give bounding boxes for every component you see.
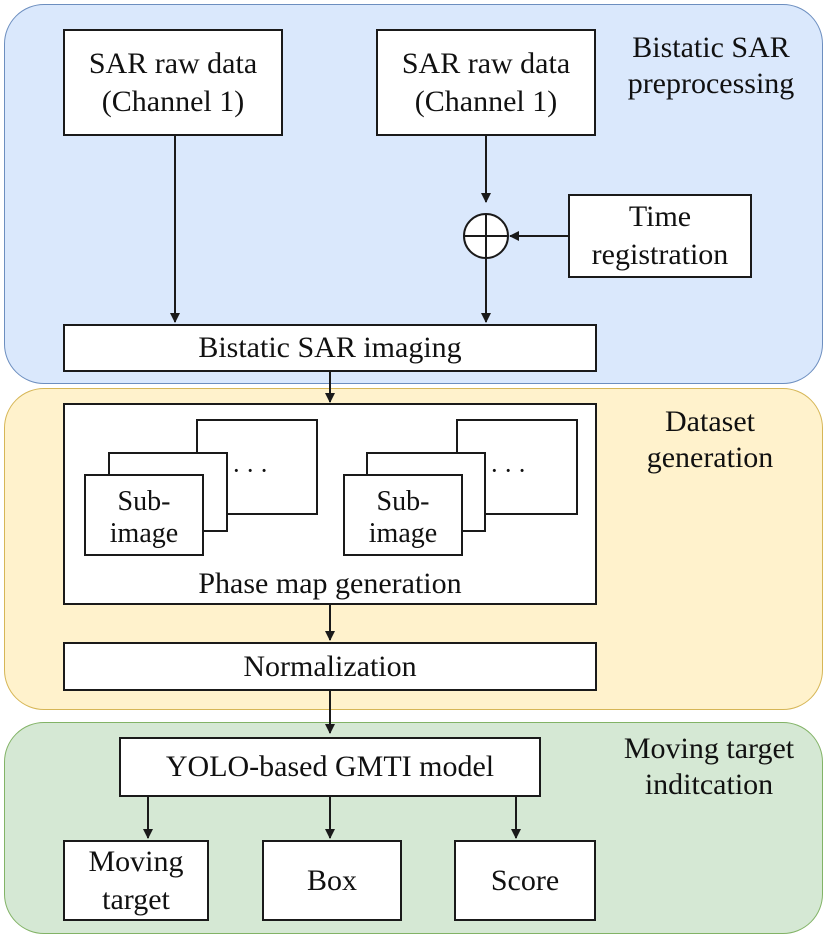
box-output-box: Box bbox=[262, 840, 402, 921]
raw-data-box-2: SAR raw data (Channel 1) bbox=[376, 29, 596, 136]
ellipsis-right: · · · bbox=[490, 456, 527, 485]
raw-data-box-1: SAR raw data (Channel 1) bbox=[63, 29, 283, 136]
normalization-box: Normalization bbox=[63, 642, 597, 691]
phase-map-caption: Phase map generation bbox=[198, 567, 462, 600]
preprocessing-label: Bistatic SAR preprocessing bbox=[627, 31, 795, 100]
sub-image-left: Sub- image bbox=[84, 474, 204, 556]
sub-image-right: Sub- image bbox=[343, 474, 463, 556]
yolo-model-box: YOLO-based GMTI model bbox=[119, 737, 541, 797]
moving-target-box: Moving target bbox=[63, 840, 209, 921]
sum-node bbox=[463, 213, 509, 259]
score-box: Score bbox=[454, 840, 596, 921]
mti-label: Moving target inditcation bbox=[623, 732, 795, 801]
ellipsis-left: · · · bbox=[232, 456, 269, 485]
time-registration-box: Time registration bbox=[568, 194, 752, 278]
dataset-label: Dataset generation bbox=[646, 405, 774, 474]
bistatic-imaging-box: Bistatic SAR imaging bbox=[63, 324, 597, 372]
